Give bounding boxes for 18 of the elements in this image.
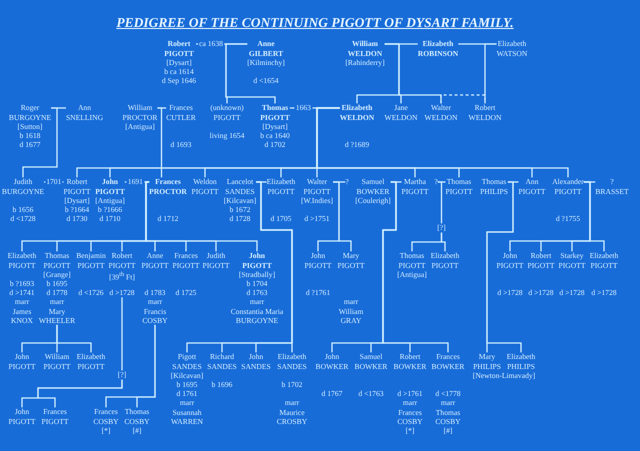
descent-line — [37, 378, 123, 408]
descent-line — [438, 181, 442, 224]
descent-line — [440, 232, 446, 252]
descent-line — [382, 181, 449, 352]
title: PEDIGREE OF THE CONTINUING PIGOTT OF DYSART FAMILY. — [116, 15, 514, 31]
descent-line — [486, 181, 522, 352]
descent-line — [584, 181, 605, 252]
descent-line — [157, 107, 162, 178]
descent-line — [121, 296, 123, 370]
descent-line — [56, 324, 92, 352]
descent-line — [484, 43, 497, 104]
descent-line — [145, 181, 258, 252]
descent-line — [136, 324, 156, 408]
descent-line — [22, 107, 58, 178]
descent-line — [225, 43, 276, 104]
descent-line — [384, 43, 442, 104]
descent-line — [333, 181, 352, 252]
descent-line — [440, 94, 486, 104]
